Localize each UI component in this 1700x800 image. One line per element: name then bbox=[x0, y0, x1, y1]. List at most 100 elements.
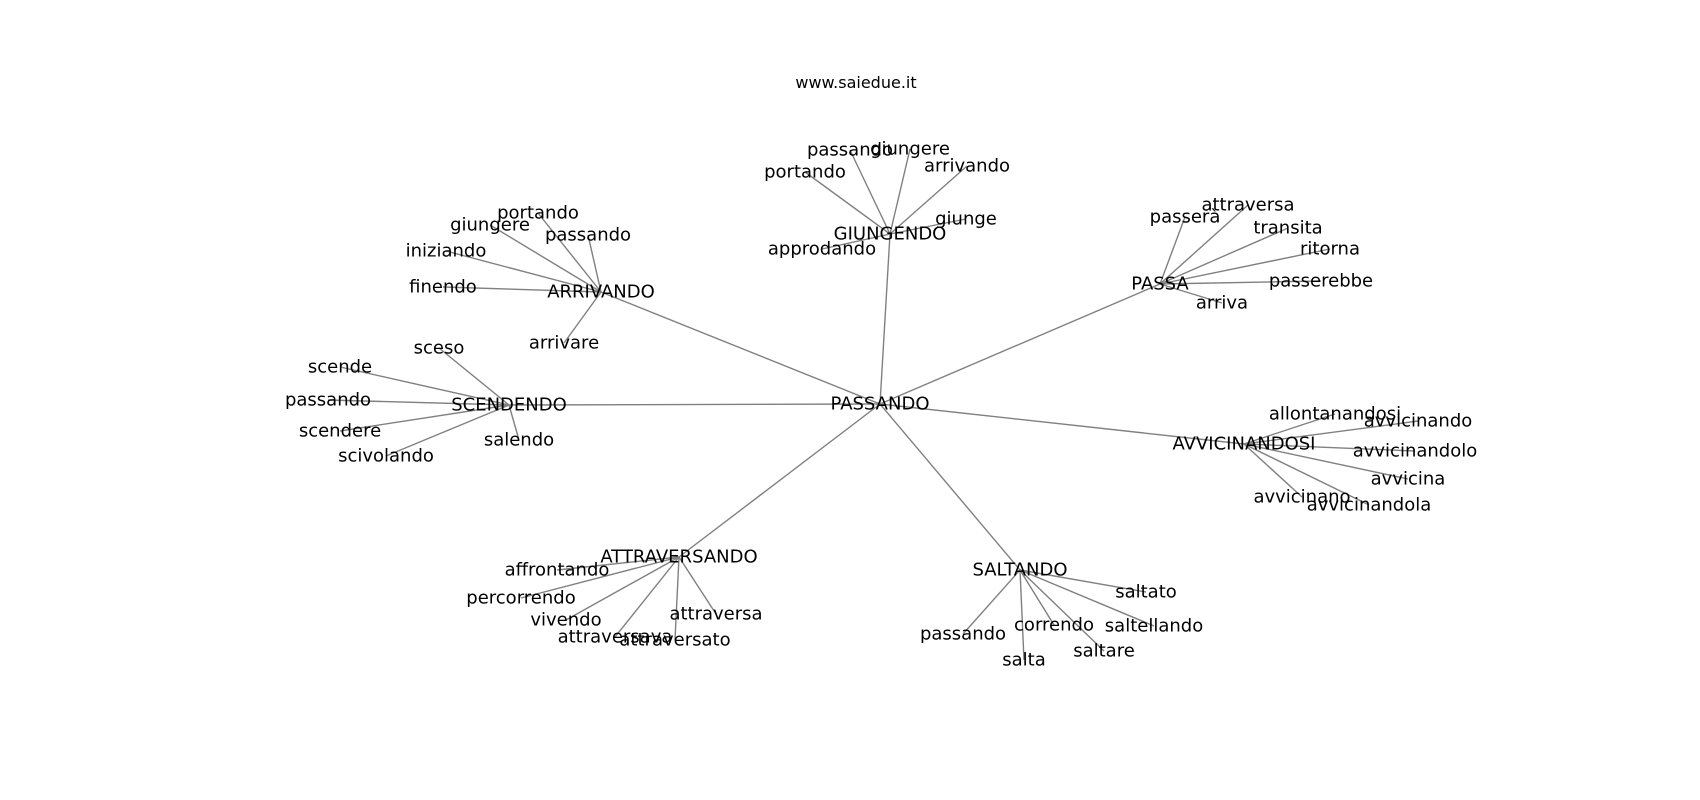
node-leaf: finendo bbox=[409, 277, 477, 298]
edge-center-scendendo bbox=[508, 403, 881, 406]
edge-branch-5-child-4 bbox=[674, 556, 680, 641]
edge-center-avvicinandosi bbox=[879, 403, 1245, 445]
node-leaf: vivendo bbox=[530, 610, 601, 631]
edge-branch-0-child-3 bbox=[889, 165, 968, 235]
edge-branch-0-child-1 bbox=[889, 148, 911, 235]
edge-branch-0-child-2 bbox=[804, 171, 891, 235]
edge-branch-3-child-3 bbox=[339, 404, 510, 432]
node-branch-giungendo: GIUNGENDO bbox=[834, 224, 947, 245]
node-leaf: saltellando bbox=[1105, 616, 1203, 637]
edge-branch-6-child-1 bbox=[1019, 569, 1055, 626]
edge-branch-1-child-2 bbox=[587, 234, 602, 293]
edge-branch-3-child-2 bbox=[327, 399, 510, 406]
edge-branch-2-child-4 bbox=[1159, 280, 1322, 285]
node-branch-saltando: SALTANDO bbox=[972, 560, 1067, 581]
node-leaf: passando bbox=[285, 390, 371, 411]
node-leaf: correndo bbox=[1014, 615, 1094, 636]
edge-branch-1-child-1 bbox=[489, 224, 602, 293]
node-branch-passa: PASSA bbox=[1131, 274, 1189, 295]
node-leaf: affrontando bbox=[505, 560, 610, 581]
node-leaf: avvicinano bbox=[1253, 487, 1350, 508]
node-leaf: giunge bbox=[935, 209, 997, 230]
graph-labels: PASSANDOGIUNGENDOpassandogiungereportand… bbox=[285, 139, 1477, 671]
node-leaf: saltare bbox=[1073, 641, 1135, 662]
edge-branch-0-child-5 bbox=[821, 233, 891, 250]
node-leaf: avvicinandolo bbox=[1353, 441, 1478, 462]
edge-branch-6-child-5 bbox=[1019, 569, 1025, 661]
edge-branch-4-child-4 bbox=[1243, 443, 1303, 498]
edge-branch-4-child-0 bbox=[1243, 413, 1336, 445]
node-leaf: allontanandosi bbox=[1269, 404, 1401, 425]
node-leaf: ritorna bbox=[1300, 239, 1360, 260]
edge-branch-2-child-3 bbox=[1159, 248, 1331, 285]
edge-branch-2-child-5 bbox=[1159, 283, 1223, 304]
node-leaf: portando bbox=[497, 203, 579, 224]
node-leaf: giungere bbox=[450, 215, 530, 236]
edge-branch-1-child-5 bbox=[563, 291, 602, 344]
node-leaf: scende bbox=[308, 357, 372, 378]
node-leaf: salendo bbox=[484, 430, 554, 451]
edge-branch-6-child-0 bbox=[1019, 569, 1147, 593]
node-branch-avvicinandosi: AVVICINANDOSI bbox=[1173, 434, 1316, 455]
edge-branch-4-child-5 bbox=[1243, 443, 1370, 506]
node-leaf: avvicinando bbox=[1364, 411, 1473, 432]
edge-branch-2-child-2 bbox=[1159, 227, 1289, 285]
edge-branch-4-child-3 bbox=[1243, 443, 1409, 480]
node-leaf: passando bbox=[920, 624, 1006, 645]
edge-center-saltando bbox=[879, 403, 1021, 571]
node-leaf: iniziando bbox=[406, 241, 487, 262]
edge-branch-1-child-0 bbox=[537, 212, 602, 293]
graph-title: www.saiedue.it bbox=[795, 73, 916, 92]
node-leaf: avvicina bbox=[1371, 469, 1446, 490]
edge-branch-1-child-4 bbox=[442, 286, 602, 293]
edge-branch-5-child-5 bbox=[678, 556, 717, 615]
edge-center-giungendo bbox=[879, 233, 891, 405]
node-leaf: attraversa bbox=[1201, 195, 1294, 216]
edge-center-passa bbox=[879, 283, 1161, 405]
edge-branch-0-child-4 bbox=[889, 218, 967, 235]
node-leaf: scivolando bbox=[338, 446, 434, 467]
node-leaf: transita bbox=[1253, 218, 1322, 239]
node-branch-attraversando: ATTRAVERSANDO bbox=[600, 547, 757, 568]
edge-branch-6-child-2 bbox=[1019, 569, 1155, 627]
edge-branch-2-child-1 bbox=[1159, 216, 1186, 285]
node-leaf: attraversa bbox=[669, 604, 762, 625]
edge-branch-5-child-1 bbox=[520, 556, 680, 599]
node-leaf: passando bbox=[545, 225, 631, 246]
edge-branch-5-child-2 bbox=[565, 556, 680, 621]
node-leaf: salta bbox=[1002, 650, 1046, 671]
edge-branch-3-child-1 bbox=[339, 366, 510, 406]
node-leaf: scendere bbox=[299, 421, 381, 442]
node-leaf: approdando bbox=[768, 239, 876, 260]
node-leaf: portando bbox=[764, 162, 846, 183]
node-leaf: attraversava bbox=[558, 627, 673, 648]
edge-branch-0-child-0 bbox=[849, 149, 891, 235]
node-leaf: passerà bbox=[1150, 207, 1221, 228]
node-leaf: sceso bbox=[414, 338, 465, 359]
node-leaf: arrivando bbox=[924, 156, 1010, 177]
edge-branch-5-child-3 bbox=[614, 556, 680, 638]
node-branch-arrivando: ARRIVANDO bbox=[547, 282, 655, 303]
edge-branch-6-child-4 bbox=[1019, 569, 1105, 652]
edge-branch-3-child-0 bbox=[438, 347, 510, 406]
node-leaf: avvicinandola bbox=[1307, 495, 1432, 516]
edge-branch-2-child-0 bbox=[1159, 204, 1249, 285]
node-leaf: saltato bbox=[1115, 582, 1177, 603]
node-leaf: attraversato bbox=[619, 630, 730, 651]
node-leaf: passando bbox=[807, 140, 893, 161]
node-leaf: passerebbe bbox=[1269, 271, 1373, 292]
edge-branch-3-child-4 bbox=[508, 404, 520, 441]
node-branch-scendendo: SCENDENDO bbox=[451, 395, 567, 416]
edge-branch-6-child-3 bbox=[962, 569, 1021, 635]
edge-branch-1-child-3 bbox=[445, 250, 602, 293]
edge-center-arrivando bbox=[600, 291, 881, 405]
edge-center-attraversando bbox=[678, 403, 881, 558]
edge-branch-3-child-5 bbox=[385, 404, 510, 457]
node-leaf: percorrendo bbox=[466, 588, 575, 609]
node-leaf: arrivare bbox=[529, 333, 599, 354]
node-leaf: giungere bbox=[870, 139, 950, 160]
node-center: PASSANDO bbox=[830, 394, 929, 415]
graph-edges bbox=[327, 148, 1419, 661]
node-leaf: arriva bbox=[1196, 293, 1248, 314]
